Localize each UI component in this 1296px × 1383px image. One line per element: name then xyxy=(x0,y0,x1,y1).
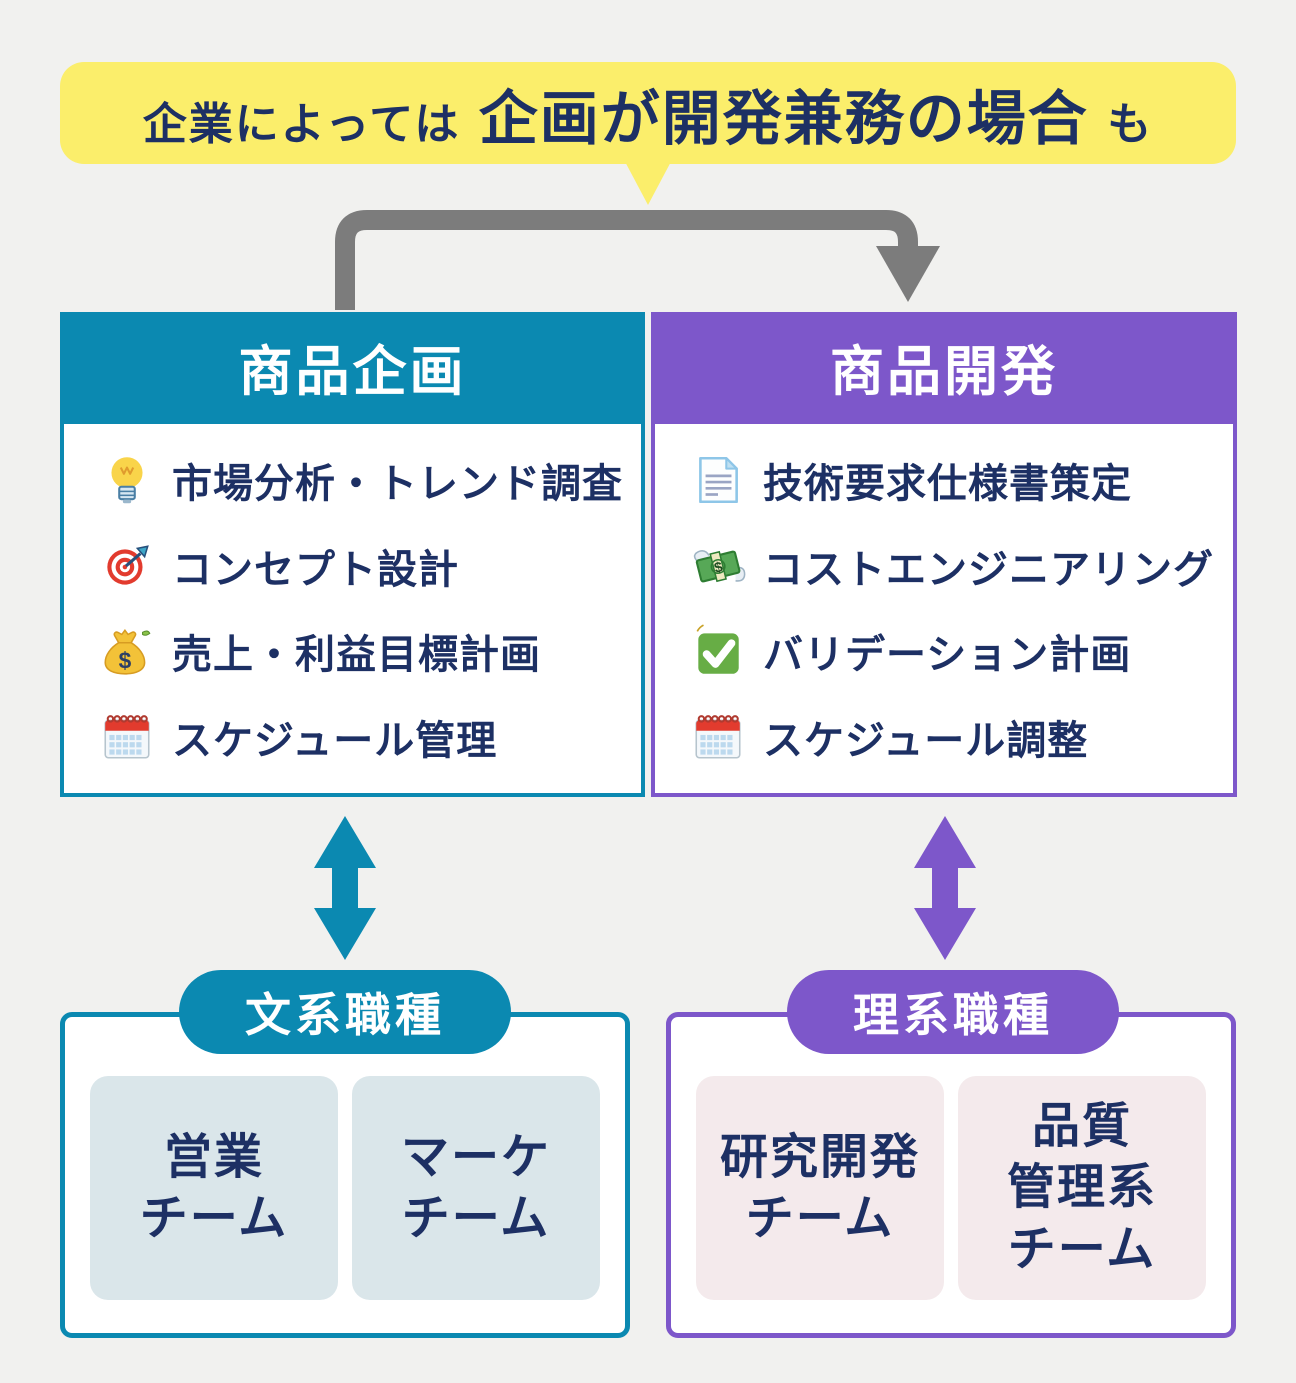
svg-text:$: $ xyxy=(119,648,132,674)
planning-panel-title: 商品企画 xyxy=(60,312,645,420)
task-item: $ コストエンジニアリング xyxy=(689,537,1233,595)
check-icon xyxy=(689,622,747,680)
task-item: $ 売上・利益目標計画 xyxy=(98,622,641,680)
task-item: コンセプト設計 xyxy=(98,537,641,595)
banner-prefix: 企業によっては xyxy=(142,99,461,149)
banner-text: 企業によっては 企画が開発兼務の場合 も xyxy=(143,71,1154,156)
calendar-icon xyxy=(689,708,747,766)
banner-suffix: も xyxy=(1107,99,1154,149)
planning-panel: 商品企画 市場分析・トレンド調査 xyxy=(60,312,645,797)
planning-panel-body: 市場分析・トレンド調査 コンセプト設計 xyxy=(60,420,645,797)
target-icon xyxy=(98,537,156,595)
sales-team-card: 営業 チーム xyxy=(90,1076,338,1300)
planning-bunkei-double-arrow xyxy=(314,816,376,960)
calendar-icon xyxy=(98,708,156,766)
task-item: バリデーション計画 xyxy=(689,622,1233,680)
task-item: 技術要求仕様書策定 xyxy=(689,451,1233,509)
development-panel: 商品開発 技術要求仕様書策定 xyxy=(651,312,1237,797)
development-rikei-double-arrow xyxy=(914,816,976,960)
banner-highlight: 企画が開発兼務の場合 xyxy=(478,85,1089,152)
bunkei-badge: 文系職種 xyxy=(179,970,511,1054)
development-panel-body: 技術要求仕様書策定 $ コストエンジニアリング xyxy=(651,420,1237,797)
task-label: スケジュール管理 xyxy=(172,718,498,763)
rnd-team-card: 研究開発 チーム xyxy=(696,1076,944,1300)
lightbulb-icon xyxy=(98,451,156,509)
task-label: 技術要求仕様書策定 xyxy=(763,462,1132,507)
svg-text:$: $ xyxy=(713,559,725,576)
task-item: 市場分析・トレンド調査 xyxy=(98,451,641,509)
task-label: コンセプト設計 xyxy=(172,547,459,592)
quality-team-card: 品質 管理系 チーム xyxy=(958,1076,1206,1300)
banner: 企業によっては 企画が開発兼務の場合 も xyxy=(60,62,1236,164)
document-icon xyxy=(689,451,747,509)
task-item: スケジュール調整 xyxy=(689,708,1233,766)
money-bag-icon: $ xyxy=(98,622,156,680)
marketing-team-card: マーケ チーム xyxy=(352,1076,600,1300)
task-label: スケジュール調整 xyxy=(763,718,1089,763)
development-panel-title: 商品開発 xyxy=(651,312,1237,420)
task-item: スケジュール管理 xyxy=(98,708,641,766)
task-label: コストエンジニアリング xyxy=(763,547,1214,592)
planning-to-development-connector-arrow xyxy=(335,210,918,310)
task-label: バリデーション計画 xyxy=(763,633,1132,678)
connector-arrowhead-icon xyxy=(876,246,940,302)
rikei-badge: 理系職種 xyxy=(787,970,1119,1054)
flying-money-icon: $ xyxy=(689,537,747,595)
task-label: 売上・利益目標計画 xyxy=(172,633,541,678)
task-label: 市場分析・トレンド調査 xyxy=(172,462,623,507)
